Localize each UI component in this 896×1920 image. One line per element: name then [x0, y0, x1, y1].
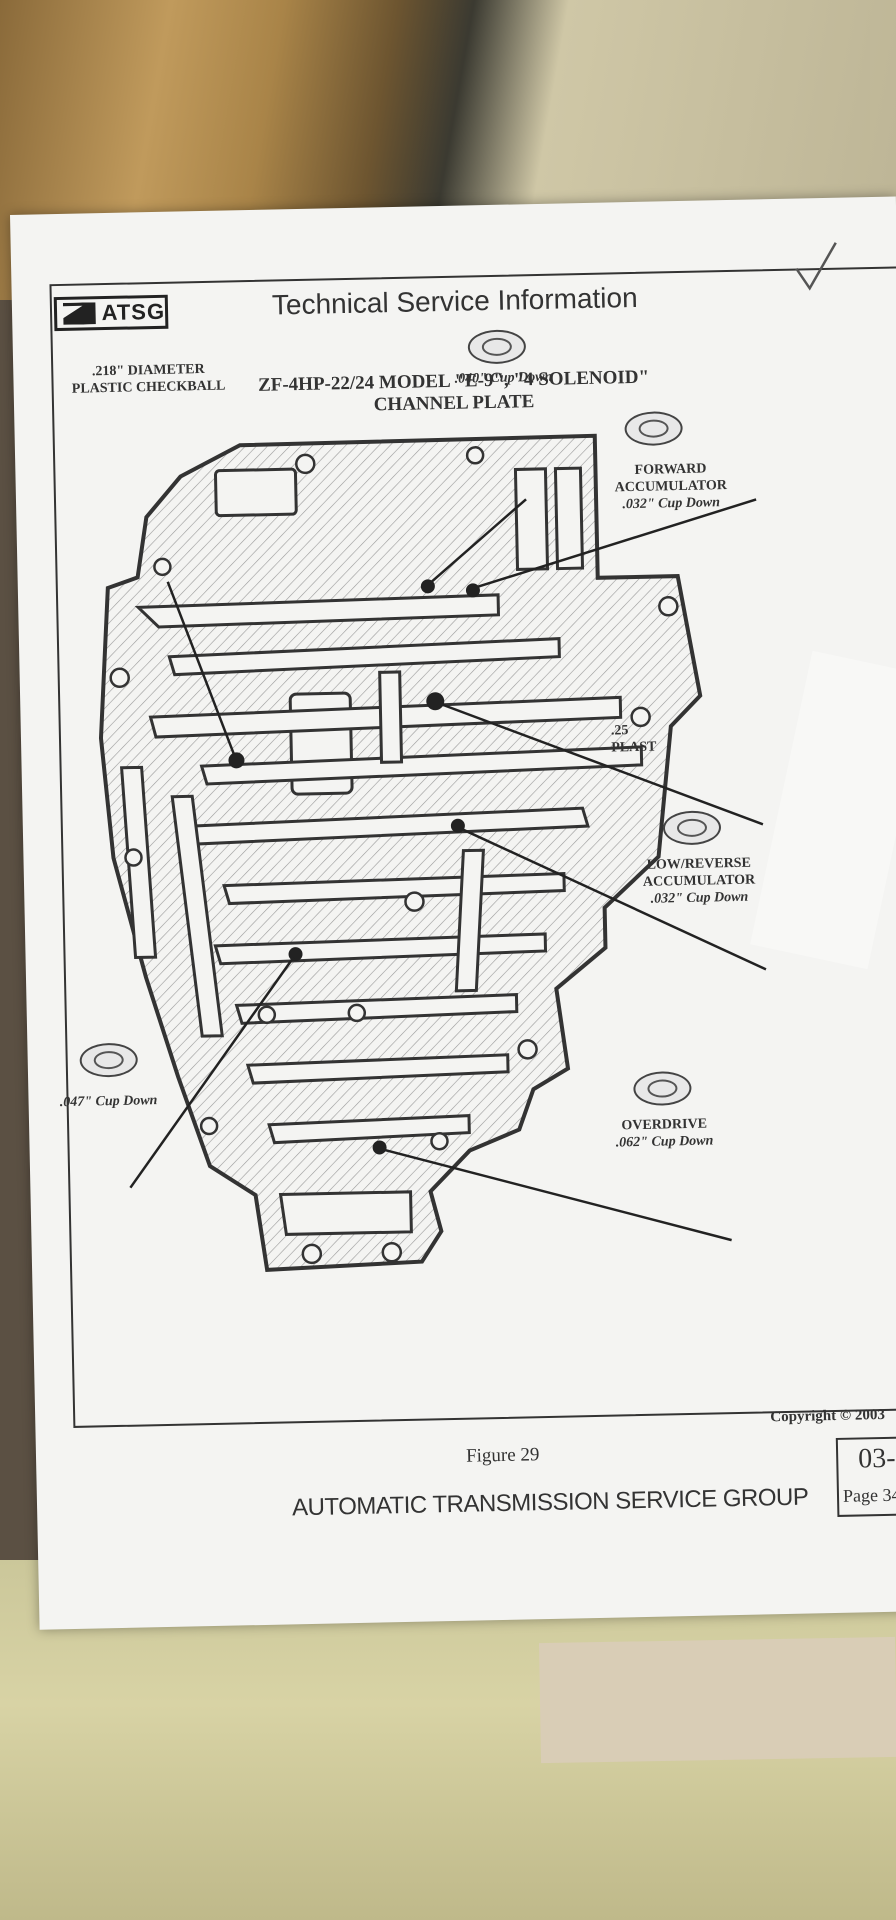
page-code: 03- [857, 1442, 896, 1475]
copyright-text: Copyright © 2003 [770, 1406, 886, 1426]
background-box [538, 1636, 896, 1764]
label-forward-accumulator: FORWARD ACCUMULATOR .032" Cup Down [614, 461, 728, 513]
figure-caption: Figure 29 [465, 1444, 540, 1467]
atsg-logo: ATSG [53, 294, 169, 332]
service-sheet: ATSG Technical Service Information ZF-4H… [10, 196, 896, 1630]
page-number: Page 34 [842, 1484, 896, 1506]
logo-text: ATSG [101, 298, 166, 326]
footer-text: AUTOMATIC TRANSMISSION SERVICE GROUP [291, 1483, 809, 1522]
label-25-checkball: .25 PLAST [610, 723, 657, 756]
checkmark-icon [795, 242, 837, 291]
label-047-cup: .047" Cup Down [59, 1093, 158, 1111]
channel-plate-diagram [98, 433, 767, 1272]
label-overdrive: OVERDRIVE .062" Cup Down [615, 1116, 714, 1151]
page-box: 03- Page 34 [835, 1436, 896, 1517]
label-218-checkball: .218" DIAMETER PLASTIC CHECKBALL [71, 361, 226, 397]
label-low-reverse-accumulator: LOW/REVERSE ACCUMULATOR .032" Cup Down [642, 855, 756, 907]
atsg-logo-icon [63, 302, 96, 325]
label-040-cup: .040" Cup Down [454, 369, 553, 387]
